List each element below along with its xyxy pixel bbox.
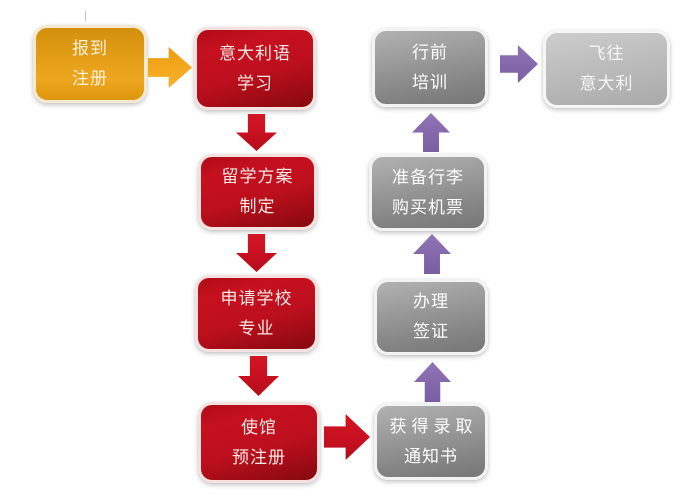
flow-step-predeparture-training: 行前 培训: [372, 28, 488, 107]
flow-step-label: 通知书: [404, 446, 458, 467]
flow-step-label: 专业: [238, 318, 275, 339]
flow-step-admission-notice: 获得录取 通知书: [374, 403, 488, 480]
arrow-down-icon: [236, 114, 277, 151]
flow-step-register: 报到 注册: [33, 25, 147, 103]
flow-step-label: 使馆: [241, 417, 277, 438]
flow-step-label: 预注册: [232, 447, 286, 468]
flow-step-embassy-preregistration: 使馆 预注册: [198, 402, 320, 483]
flow-step-label: 意大利语: [219, 43, 291, 64]
flow-step-luggage-tickets: 准备行李 购买机票: [369, 154, 487, 231]
arrow-up-icon: [414, 362, 451, 402]
flow-step-fly-to-italy: 飞往 意大利: [543, 30, 670, 108]
flow-step-label: 办理: [413, 292, 449, 312]
flow-step-label: 申请学校: [220, 288, 293, 309]
flow-step-label: 培训: [412, 72, 448, 93]
flow-step-label: 准备行李: [392, 167, 464, 188]
arrow-right-icon: [500, 45, 538, 83]
flow-step-label: 意大利: [579, 74, 634, 94]
flow-step-label: 签证: [413, 322, 449, 342]
arrow-right-icon: [148, 47, 192, 88]
arrow-right-icon: [324, 414, 370, 460]
arrow-up-icon: [412, 113, 450, 152]
flow-step-italian-study: 意大利语 学习: [194, 27, 316, 110]
arrow-down-icon: [238, 356, 279, 396]
stray-mark: [85, 11, 86, 21]
flow-step-label: 购买机票: [392, 197, 464, 218]
flow-step-label: 学习: [237, 73, 273, 94]
flow-step-visa: 办理 签证: [374, 279, 488, 355]
flow-step-apply-school: 申请学校 专业: [195, 275, 318, 352]
flow-step-label: 制定: [239, 197, 276, 217]
flow-step-label: 飞往: [588, 44, 625, 64]
arrow-down-icon: [236, 234, 277, 272]
flow-step-label: 行前: [412, 42, 448, 63]
flow-step-label: 注册: [72, 69, 108, 89]
flow-step-label: 留学方案: [221, 167, 294, 187]
flow-step-label: 报到: [72, 39, 108, 59]
flow-step-study-plan: 留学方案 制定: [198, 154, 317, 230]
flow-step-label: 获得录取: [389, 416, 478, 437]
arrow-up-icon: [413, 234, 451, 274]
